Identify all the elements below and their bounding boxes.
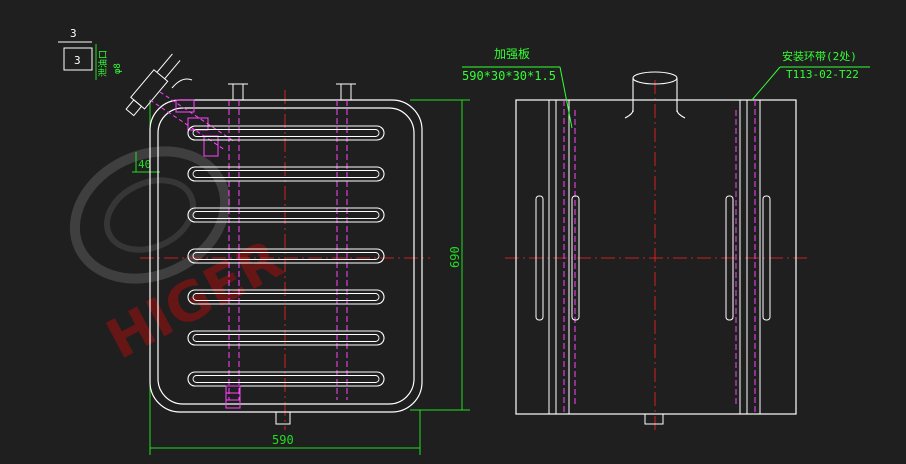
watermark-logo: [69, 146, 231, 284]
coil-loop-outer: [187, 330, 385, 346]
coil-loop-inner: [192, 375, 380, 383]
reinforcement-plate-right: [735, 99, 761, 415]
right-leaders: [462, 66, 870, 129]
side-drain-plug: [644, 413, 664, 425]
fitting-label-1: 泄油口: [97, 50, 109, 77]
top-mount-lugs: [228, 83, 356, 101]
strap-label: 安装环带(2处): [782, 49, 857, 63]
dim-width-label: 590: [272, 433, 294, 447]
detail-reference-box: [58, 41, 93, 71]
right-view: 加强板 590*30*30*1.5 安装环带(2处) T113-02-T22: [462, 47, 870, 430]
coil-loop-outer: [187, 207, 385, 223]
strap-slots: [535, 195, 771, 321]
detail-box-value: 3: [74, 54, 81, 67]
dim-offset-label: 40: [138, 158, 151, 171]
reinforcement-plate-left: [548, 99, 576, 415]
strap-part-no: T113-02-T22: [786, 68, 859, 81]
coil-outlet-fitting: [225, 385, 241, 409]
right-centerlines: [505, 80, 810, 430]
reinforcement-spec: 590*30*30*1.5: [462, 69, 556, 83]
coil-loop-inner: [192, 334, 380, 342]
heating-coil: [187, 125, 385, 387]
coil-loop-inner: [192, 293, 380, 301]
tank-side-body: [515, 99, 797, 415]
detail-box-top-label: 3: [70, 27, 77, 40]
coil-loop-outer: [187, 371, 385, 387]
coil-support-tubes: [228, 100, 348, 400]
coil-loop-inner: [192, 170, 380, 178]
left-view: 3 3 泄油口 φ8 590 690 40: [58, 27, 470, 455]
bottom-drain-plug: [275, 411, 291, 425]
dim-height-label: 690: [448, 246, 462, 268]
coil-loop-outer: [187, 125, 385, 141]
coil-loop-outer: [187, 248, 385, 264]
reinforcement-label: 加强板: [494, 47, 530, 61]
coil-loop-inner: [192, 129, 380, 137]
coil-loop-inner: [192, 211, 380, 219]
coil-loop-outer: [187, 166, 385, 182]
filler-neck: [624, 71, 686, 119]
coil-loop-outer: [187, 289, 385, 305]
fitting-label-2: φ8: [113, 63, 123, 74]
coil-loop-inner: [192, 252, 380, 260]
inclined-filler-fitting: [125, 53, 236, 157]
